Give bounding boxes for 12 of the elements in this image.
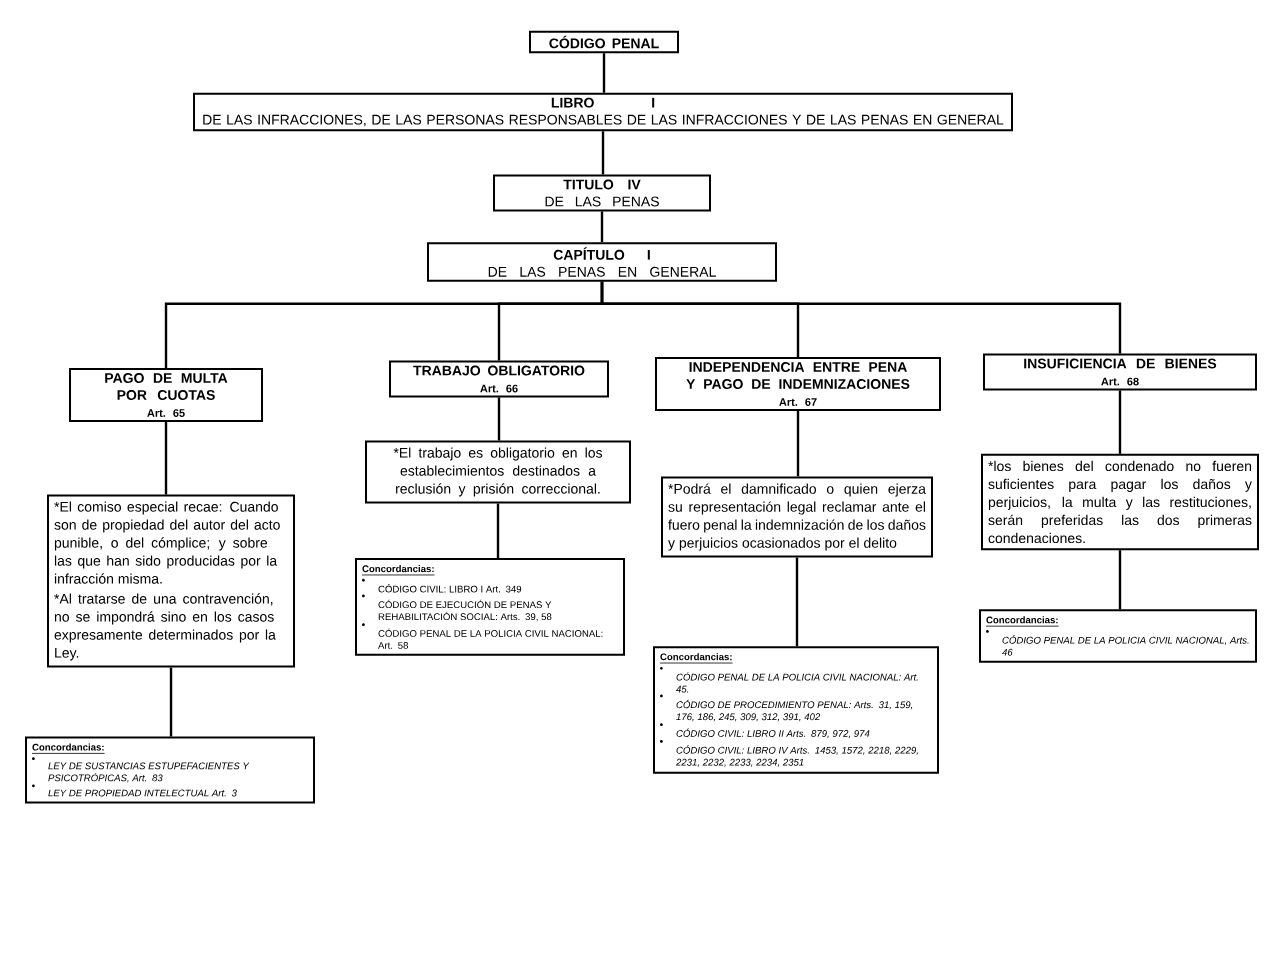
connector <box>1118 550 1122 610</box>
connector <box>796 410 800 477</box>
connector <box>496 503 500 559</box>
connector <box>169 667 173 737</box>
connector <box>164 421 168 495</box>
connector <box>795 557 799 647</box>
connector <box>497 397 501 441</box>
connector <box>601 131 605 175</box>
connector <box>600 211 604 243</box>
connector <box>1118 390 1122 454</box>
connector <box>602 53 606 93</box>
connector <box>600 281 1122 354</box>
